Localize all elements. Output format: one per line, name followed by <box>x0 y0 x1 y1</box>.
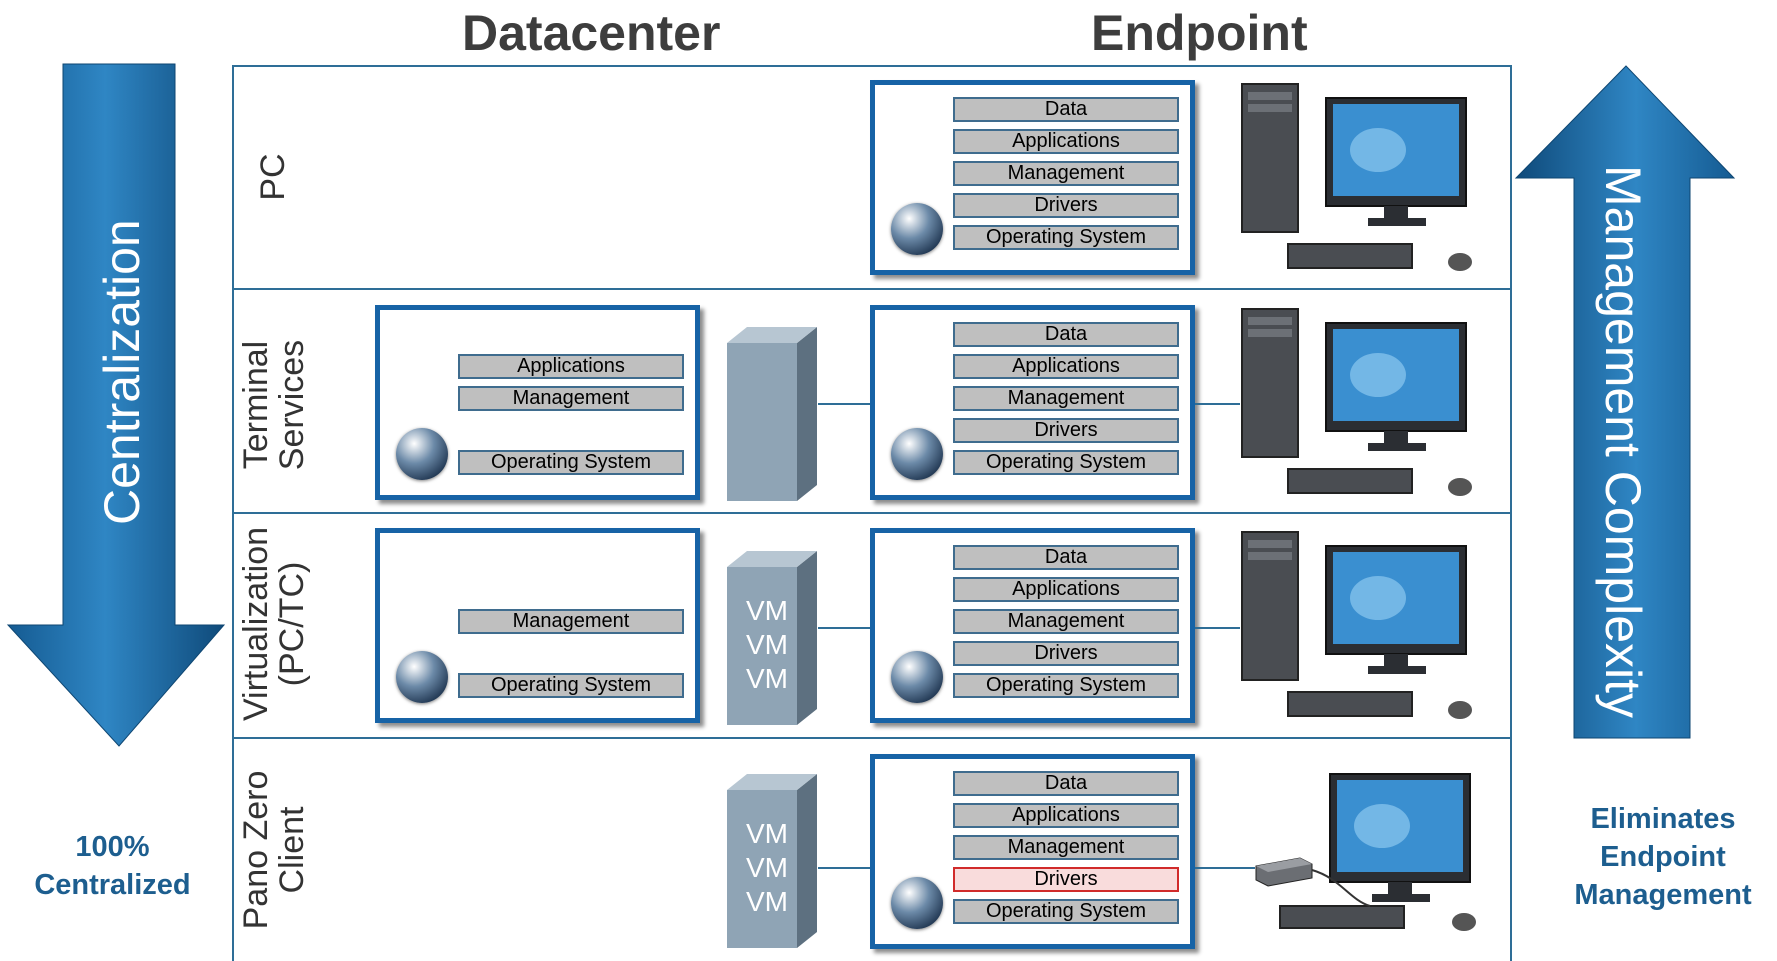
datacenter-header: Datacenter <box>462 5 721 61</box>
desktop-computer-icon <box>1241 308 1472 496</box>
windows-logo-icon <box>396 651 448 703</box>
connector-line <box>1195 403 1240 405</box>
connector-line <box>1195 627 1240 629</box>
centralized-caption-line2: Centralized <box>34 869 191 901</box>
connector-line <box>818 403 873 405</box>
row-label-pano-zero-client: Pano Zero Client <box>237 770 311 930</box>
centralized-caption-line1: 100% <box>75 831 150 863</box>
eliminates-caption-line2: Endpoint <box>1600 841 1726 873</box>
row-label-terminal-services: Terminal Services <box>237 339 311 471</box>
zero-client-computer-icon <box>1255 773 1476 931</box>
datacenter-stack-terminal-services: Applications Management Operating System <box>375 305 700 500</box>
layer-management: Management <box>953 161 1179 186</box>
connector-line <box>818 627 873 629</box>
vm-label: VM <box>746 818 788 849</box>
vm-label: VM <box>746 595 788 626</box>
management-complexity-arrow <box>1514 65 1736 739</box>
layer-management: Management <box>458 386 684 411</box>
windows-logo-icon <box>396 428 448 480</box>
management-complexity-label: Management Complexity <box>1595 165 1651 719</box>
row-label-virtualization: Virtualization (PC/TC) <box>237 526 311 722</box>
windows-logo-icon <box>891 877 943 929</box>
layer-operating-system: Operating System <box>953 450 1179 475</box>
layer-operating-system: Operating System <box>953 225 1179 250</box>
desktop-computer-icon <box>1241 83 1472 271</box>
layer-management: Management <box>953 835 1179 860</box>
connector-line <box>818 867 873 869</box>
layer-applications: Applications <box>458 354 684 379</box>
layer-data: Data <box>953 97 1179 122</box>
connector-line <box>1195 867 1255 869</box>
endpoint-stack-pano-zero-client: Data Applications Management Drivers Ope… <box>870 754 1195 949</box>
layer-operating-system: Operating System <box>458 450 684 475</box>
layer-applications: Applications <box>953 129 1179 154</box>
windows-logo-icon <box>891 203 943 255</box>
endpoint-stack-virtualization: Data Applications Management Drivers Ope… <box>870 528 1195 723</box>
layer-drivers-highlighted: Drivers <box>953 867 1179 892</box>
layer-drivers: Drivers <box>953 418 1179 443</box>
eliminates-caption-line3: Management <box>1574 879 1752 911</box>
layer-drivers: Drivers <box>953 641 1179 666</box>
layer-data: Data <box>953 771 1179 796</box>
desktop-computer-icon <box>1241 531 1472 719</box>
row-divider <box>232 737 1512 739</box>
endpoint-stack-pc: Data Applications Management Drivers Ope… <box>870 80 1195 275</box>
vm-label: VM <box>746 663 788 694</box>
vm-server-rack-icon <box>727 774 817 948</box>
server-rack-icon <box>727 327 817 501</box>
layer-management: Management <box>458 609 684 634</box>
endpoint-header: Endpoint <box>1091 5 1308 61</box>
layer-management: Management <box>953 609 1179 634</box>
vm-server-rack-icon <box>727 551 817 725</box>
row-label-pc: PC <box>254 153 292 201</box>
datacenter-stack-virtualization: Management Operating System <box>375 528 700 723</box>
layer-applications: Applications <box>953 354 1179 379</box>
eliminates-caption: Eliminates Endpoint Management <box>1548 800 1777 914</box>
layer-data: Data <box>953 322 1179 347</box>
row-divider <box>232 288 1512 290</box>
layer-applications: Applications <box>953 803 1179 828</box>
vm-label: VM <box>746 886 788 917</box>
vm-label: VM <box>746 852 788 883</box>
windows-logo-icon <box>891 651 943 703</box>
vm-label: VM <box>746 629 788 660</box>
layer-applications: Applications <box>953 577 1179 602</box>
centralization-label: Centralization <box>94 219 150 525</box>
row-divider <box>232 512 1512 514</box>
layer-drivers: Drivers <box>953 193 1179 218</box>
layer-operating-system: Operating System <box>953 673 1179 698</box>
endpoint-stack-terminal-services: Data Applications Management Drivers Ope… <box>870 305 1195 500</box>
windows-logo-icon <box>891 428 943 480</box>
eliminates-caption-line1: Eliminates <box>1590 803 1736 835</box>
layer-management: Management <box>953 386 1179 411</box>
layer-operating-system: Operating System <box>458 673 684 698</box>
layer-data: Data <box>953 545 1179 570</box>
centralization-arrow <box>6 63 226 747</box>
centralized-caption: 100% Centralized <box>10 828 215 904</box>
layer-operating-system: Operating System <box>953 899 1179 924</box>
